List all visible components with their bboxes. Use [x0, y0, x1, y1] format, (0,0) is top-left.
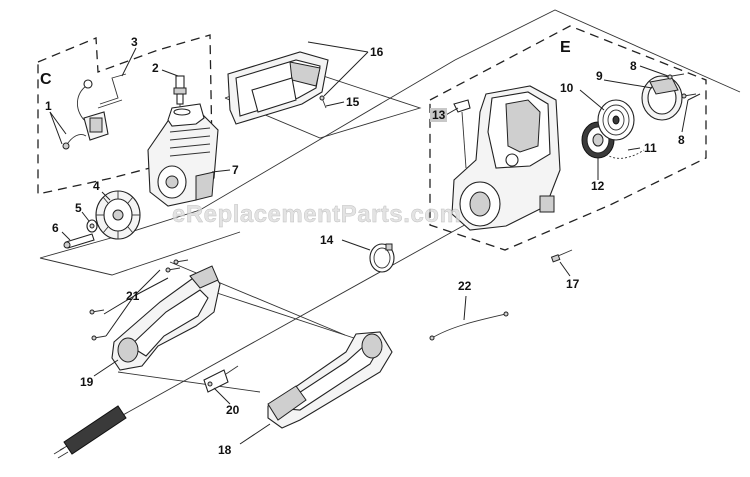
callout-13-highlight [430, 108, 447, 122]
ground-wire [97, 73, 127, 109]
callout-11: 11 [644, 141, 657, 155]
callout-8b: 8 [678, 133, 685, 147]
grip-handle [267, 331, 393, 429]
callout-2: 2 [152, 61, 159, 75]
part-callouts: 1 2 3 4 5 6 7 8 8 9 10 11 12 13 14 15 16… [45, 35, 685, 457]
starter-cover [641, 75, 683, 121]
recoil-spring [597, 99, 635, 141]
callout-18: 18 [218, 443, 232, 457]
starter-rope [605, 149, 645, 159]
engine-shroud [227, 51, 329, 125]
callout-13: 13 [432, 108, 446, 122]
group-label-e: E [560, 39, 571, 56]
group-label-c: C [40, 71, 52, 88]
leader-lines [49, 41, 701, 445]
shaft-tube [53, 405, 127, 459]
callout-21: 21 [126, 289, 140, 303]
throttle-cable [429, 311, 509, 341]
group-c-boundary [37, 34, 213, 195]
shroud-screw [319, 95, 327, 109]
ignition-coil [62, 79, 109, 150]
callout-20: 20 [226, 403, 240, 417]
callout-8a: 8 [630, 59, 637, 73]
callout-15: 15 [346, 95, 360, 109]
handle-screws [89, 259, 189, 341]
engine-block [147, 103, 219, 207]
watermark: eReplacementParts.com [172, 201, 461, 228]
callout-12: 12 [591, 179, 605, 193]
housing-bolt [550, 249, 573, 263]
callout-3: 3 [131, 35, 138, 49]
drive-shaft [63, 233, 95, 249]
callout-16: 16 [370, 45, 384, 59]
callout-19: 19 [80, 375, 94, 389]
washer [86, 219, 98, 233]
cover-screws [667, 73, 697, 99]
callout-5: 5 [75, 201, 82, 215]
group-e-boundary [429, 25, 707, 251]
throttle-trigger [203, 365, 239, 393]
callout-4: 4 [93, 179, 100, 193]
starter-pulley [581, 121, 615, 159]
callout-6: 6 [52, 221, 59, 235]
callout-10: 10 [560, 81, 574, 95]
flywheel [95, 190, 141, 240]
callout-7: 7 [232, 163, 239, 177]
callout-22: 22 [458, 279, 472, 293]
clamp-ring [369, 243, 395, 273]
spark-plug [173, 75, 187, 110]
starter-housing [451, 85, 561, 231]
callout-14: 14 [320, 233, 334, 247]
callout-1: 1 [45, 99, 52, 113]
handle-housing [111, 265, 221, 371]
assembly-outline-lines [39, 9, 741, 451]
callout-17: 17 [566, 277, 580, 291]
starter-bracket [453, 99, 471, 169]
callout-9: 9 [596, 69, 603, 83]
